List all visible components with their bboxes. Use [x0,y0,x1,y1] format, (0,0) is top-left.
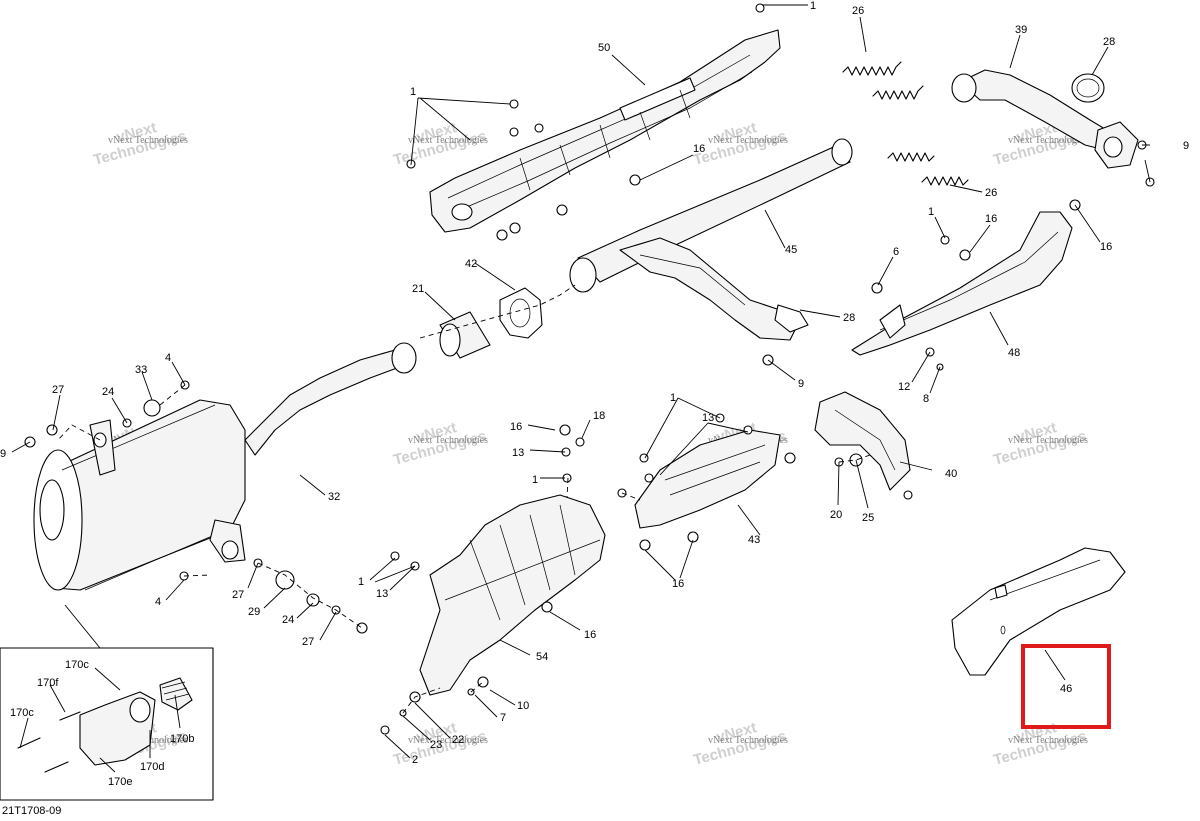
callout-54: 54 [536,651,548,663]
watermark-text: vNext Technologies [408,735,488,746]
callout-9: 9 [0,448,6,460]
callout-7: 7 [500,712,506,724]
callout-170c: 170c [65,659,89,671]
callout-4: 4 [165,352,171,364]
callout-50: 50 [598,42,610,54]
watermark-text: vNext Technologies [408,135,488,146]
callout-170d: 170d [140,761,164,773]
callout-9: 9 [798,378,804,390]
callout-13: 13 [512,447,524,459]
callout-labels: 1 50 26 39 28 1 16 9 26 45 1 16 16 6 42 … [0,0,1189,788]
callout-27: 27 [302,636,314,648]
leader-lines [11,4,1151,773]
callout-1: 1 [928,206,934,218]
callout-170b: 170b [170,733,194,745]
watermark-text: vNext Technologies [1008,735,1088,746]
callout-28: 28 [1103,36,1115,48]
callout-16: 16 [672,578,684,590]
part-26-springs[interactable] [842,61,969,186]
callout-16: 16 [985,213,997,225]
callout-27: 27 [232,589,244,601]
callout-16: 16 [510,421,522,433]
callout-26: 26 [852,5,864,17]
part-39-header-pipe[interactable] [951,69,1139,169]
callout-32: 32 [328,491,340,503]
callout-1: 1 [670,392,676,404]
diagram-id: 21T1708-09 [2,805,61,817]
callout-25: 25 [862,512,874,524]
callout-13: 13 [376,588,388,600]
callout-42: 42 [465,258,477,270]
part-46-heat-shield[interactable] [951,547,1126,676]
inset-detail-box [0,647,214,801]
part-54-heat-shield[interactable] [419,494,606,696]
part-45-exhaust-pipe[interactable] [569,138,853,341]
watermark-text: vNext Technologies [708,735,788,746]
callout-1: 1 [410,86,416,98]
callout-46[interactable]: 46 [1060,683,1072,695]
watermark-text: vNext Technologies [408,435,488,446]
callout-33: 33 [135,364,147,376]
part-48-heat-shield[interactable] [851,211,1073,356]
callout-13: 13 [702,412,714,424]
callout-26: 26 [985,187,997,199]
callout-4: 4 [155,596,161,608]
callout-12: 12 [898,381,910,393]
callout-16: 16 [584,629,596,641]
callout-16: 16 [1100,241,1112,253]
callout-43: 43 [748,534,760,546]
callout-22: 22 [452,734,464,746]
callout-6: 6 [893,246,899,258]
part-43-heat-shield[interactable] [634,429,781,529]
callout-20: 20 [830,509,842,521]
callout-24: 24 [282,614,294,626]
callout-170f: 170f [37,677,59,689]
callout-29: 29 [248,606,260,618]
callout-23: 23 [430,739,442,751]
callout-2: 2 [412,754,418,766]
part-21-sleeve[interactable] [439,311,491,359]
callout-28: 28 [843,312,855,324]
highlight-box-part-46[interactable] [1021,644,1111,729]
callout-27: 27 [52,384,64,396]
part-40-heat-shield[interactable] [814,391,911,491]
callout-170c: 170c [10,707,34,719]
callout-18: 18 [593,410,605,422]
callout-24: 24 [102,386,114,398]
part-50-upper-heat-shield[interactable] [429,29,781,233]
part-28-gasket[interactable] [1071,73,1105,103]
callout-10: 10 [517,700,529,712]
watermark-text: vNext Technologies [108,135,188,146]
callout-9: 9 [1183,140,1189,152]
callout-170e: 170e [108,776,132,788]
callout-21: 21 [412,283,424,295]
watermark-text: vNext Technologies [1008,135,1088,146]
callout-16: 16 [693,143,705,155]
watermark-text: vNext Technologies [1008,435,1088,446]
callout-8: 8 [923,393,929,405]
callout-39: 39 [1015,24,1027,36]
callout-40: 40 [945,468,957,480]
callout-1: 1 [532,474,538,486]
callout-48: 48 [1008,347,1020,359]
watermark-text: vNext Technologies [708,135,788,146]
part-42-clamp[interactable] [499,287,543,339]
callout-1: 1 [358,576,364,588]
part-32-muffler[interactable] [33,342,417,591]
callout-45: 45 [785,244,797,256]
callout-1: 1 [810,0,816,12]
